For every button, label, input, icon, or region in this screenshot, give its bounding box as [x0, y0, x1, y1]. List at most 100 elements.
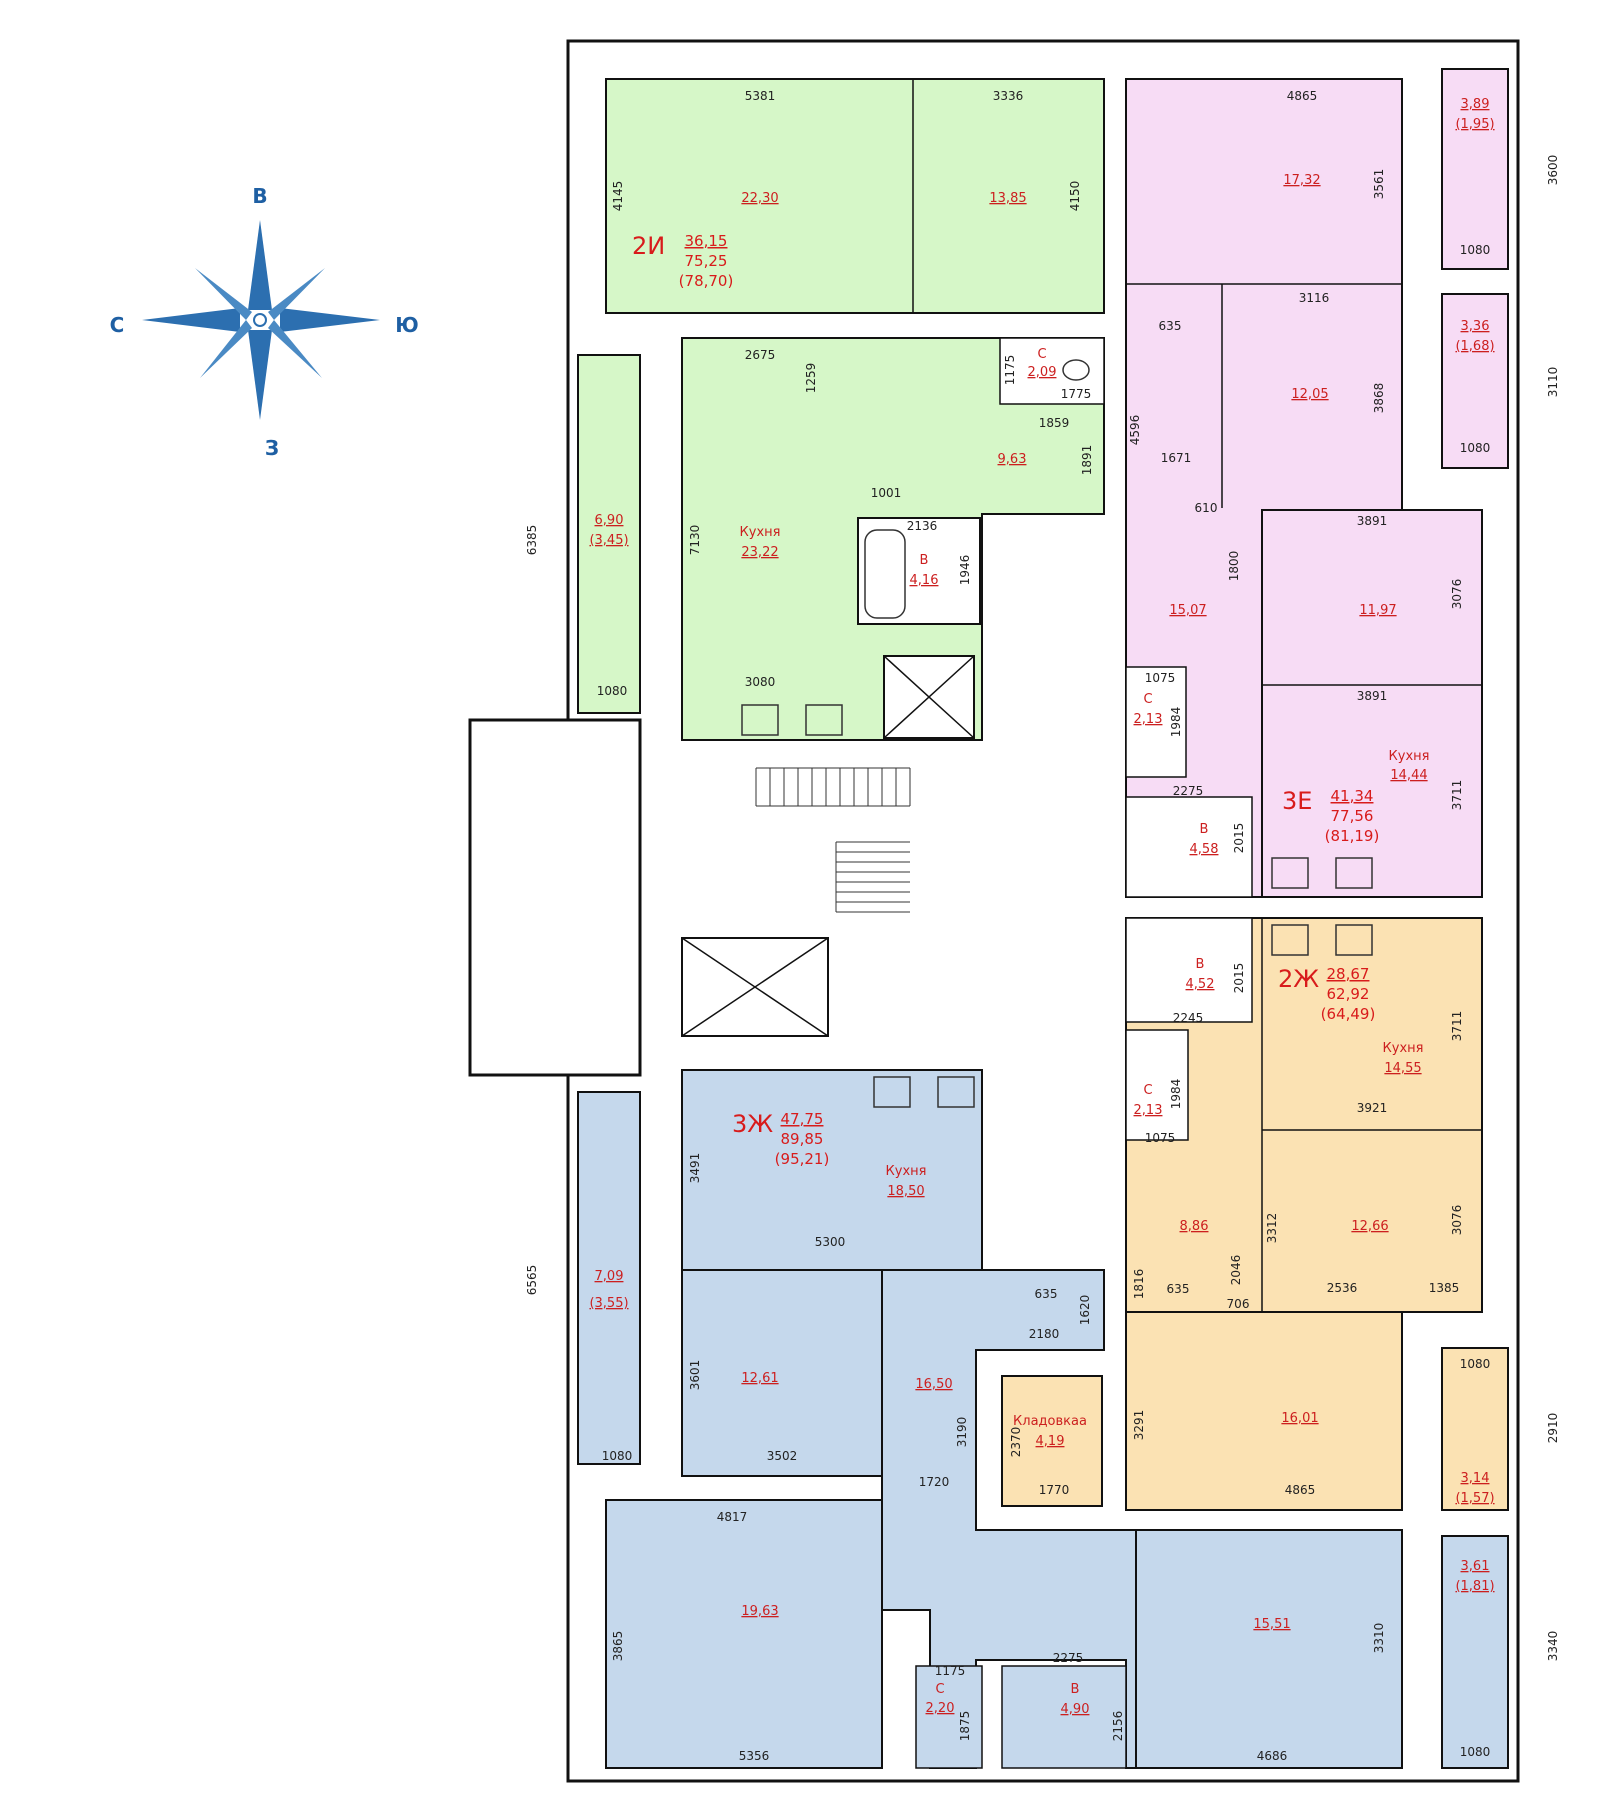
dimension: 3312	[1265, 1213, 1279, 1244]
dimension: 1080	[1460, 441, 1491, 455]
area-label: 2,20	[926, 1701, 955, 1716]
area-label: 2,09	[1028, 365, 1057, 380]
dimension: 2046	[1229, 1255, 1243, 1286]
living-area: 28,67	[1327, 965, 1370, 983]
area-label: (3,55)	[589, 1296, 628, 1311]
dimension: 1080	[1460, 1357, 1491, 1371]
apartment-2i	[577, 78, 1105, 741]
dimension: 3310	[1372, 1623, 1386, 1654]
dimension: 1075	[1145, 1131, 1176, 1145]
blue-room-19-63	[605, 1499, 883, 1769]
area-label: 3,61	[1461, 1559, 1490, 1574]
dimension: 2245	[1173, 1011, 1204, 1025]
dimension: 2136	[907, 519, 938, 533]
dimension: 1800	[1227, 551, 1241, 582]
area-label: 4,16	[910, 573, 939, 588]
stove-icon	[1335, 857, 1373, 889]
green-loggia	[577, 354, 641, 714]
sink-icon	[937, 1076, 975, 1108]
living-area: 41,34	[1331, 787, 1374, 805]
dimension: 1075	[1145, 671, 1176, 685]
dimension: 1080	[602, 1449, 633, 1463]
blue-toilet	[915, 1665, 983, 1769]
area-label: 14,55	[1384, 1061, 1421, 1076]
stairwell	[468, 655, 975, 1077]
bathtub-icon	[864, 529, 906, 619]
room-type-label: С	[1143, 692, 1152, 707]
dimension: 1620	[1078, 1295, 1092, 1326]
blue-bath	[1001, 1665, 1127, 1769]
room-type-label: С	[1143, 1083, 1152, 1098]
pink-toilet	[1125, 666, 1187, 778]
pink-balcony-1	[1441, 68, 1509, 270]
dimension: 1175	[935, 1664, 966, 1678]
orange-bath	[1125, 917, 1253, 1023]
dimension: 1720	[919, 1475, 950, 1489]
dimension: 4817	[717, 1510, 748, 1524]
dimension: 1775	[1061, 387, 1092, 401]
area-label: 12,05	[1291, 387, 1328, 402]
dimension: 3921	[1357, 1101, 1388, 1115]
orange-room-16	[1125, 1311, 1403, 1511]
dimension: 1859	[1039, 416, 1070, 430]
area-label: 19,63	[741, 1604, 778, 1619]
dimension: 3865	[611, 1631, 625, 1662]
toilet-icon	[1062, 359, 1090, 381]
apartment-code: 3Е	[1282, 787, 1312, 815]
dimension: 4150	[1068, 181, 1082, 212]
dimension: 1816	[1132, 1269, 1146, 1300]
dimension: 1080	[1460, 243, 1491, 257]
pink-right-rooms	[1261, 509, 1483, 898]
area-label: 16,50	[915, 1377, 952, 1392]
room-type-label: В	[1196, 957, 1205, 972]
area-label: (1,57)	[1455, 1491, 1494, 1506]
dimension: 635	[1159, 319, 1182, 333]
total-area-balcony: (78,70)	[679, 272, 734, 290]
compass-south-label: З	[265, 436, 279, 460]
area-label: 23,22	[741, 545, 778, 560]
area-label: 12,66	[1351, 1219, 1388, 1234]
dimension: 5356	[739, 1749, 770, 1763]
area-label: 6,90	[595, 513, 624, 528]
apartment-2zh	[1001, 917, 1509, 1511]
dimension: 1891	[1080, 445, 1094, 476]
dimension: 3340	[1546, 1631, 1560, 1662]
room-type-label: В	[920, 553, 929, 568]
total-area: 62,92	[1327, 985, 1370, 1003]
dimension-labels: 5381 3336 2675 1775 1859 1001 2136 3080 …	[597, 89, 1491, 1763]
blue-room-12-61	[681, 1269, 883, 1477]
entrance-vestibule	[468, 718, 642, 1077]
blue-loggia	[577, 1091, 641, 1465]
area-label: 3,36	[1461, 319, 1490, 334]
dimension: 3076	[1450, 579, 1464, 610]
dimension: 3076	[1450, 1205, 1464, 1236]
dimension: 4865	[1285, 1483, 1316, 1497]
dimension: 1875	[958, 1711, 972, 1742]
apartment-code: 2И	[632, 232, 665, 260]
dimension: 1259	[804, 363, 818, 394]
area-label: (3,45)	[589, 533, 628, 548]
room-type-label: Кухня	[740, 525, 781, 540]
sink-icon	[1271, 857, 1309, 889]
dimension: 1984	[1169, 1079, 1183, 1110]
dimension: 3336	[993, 89, 1024, 103]
dimension: 3711	[1450, 1011, 1464, 1042]
total-area-balcony: (81,19)	[1325, 827, 1380, 845]
apartment-code: 2Ж	[1278, 965, 1319, 993]
dimension: 1001	[871, 486, 902, 500]
dimension: 1080	[597, 684, 628, 698]
area-label: (1,68)	[1455, 339, 1494, 354]
area-label: 4,19	[1036, 1434, 1065, 1449]
dimension: 3891	[1357, 514, 1388, 528]
dimension: 3116	[1299, 291, 1330, 305]
orange-storage	[1001, 1375, 1103, 1507]
apartment-code: 3Ж	[732, 1110, 773, 1138]
total-area: 77,56	[1331, 807, 1374, 825]
total-area: 89,85	[781, 1130, 824, 1148]
room-type-label: В	[1071, 1682, 1080, 1697]
orange-toilet	[1125, 1029, 1189, 1141]
dimension: 2180	[1029, 1327, 1060, 1341]
dimension: 1175	[1003, 355, 1017, 386]
area-label: 4,90	[1061, 1702, 1090, 1717]
dimension: 4596	[1128, 415, 1142, 446]
